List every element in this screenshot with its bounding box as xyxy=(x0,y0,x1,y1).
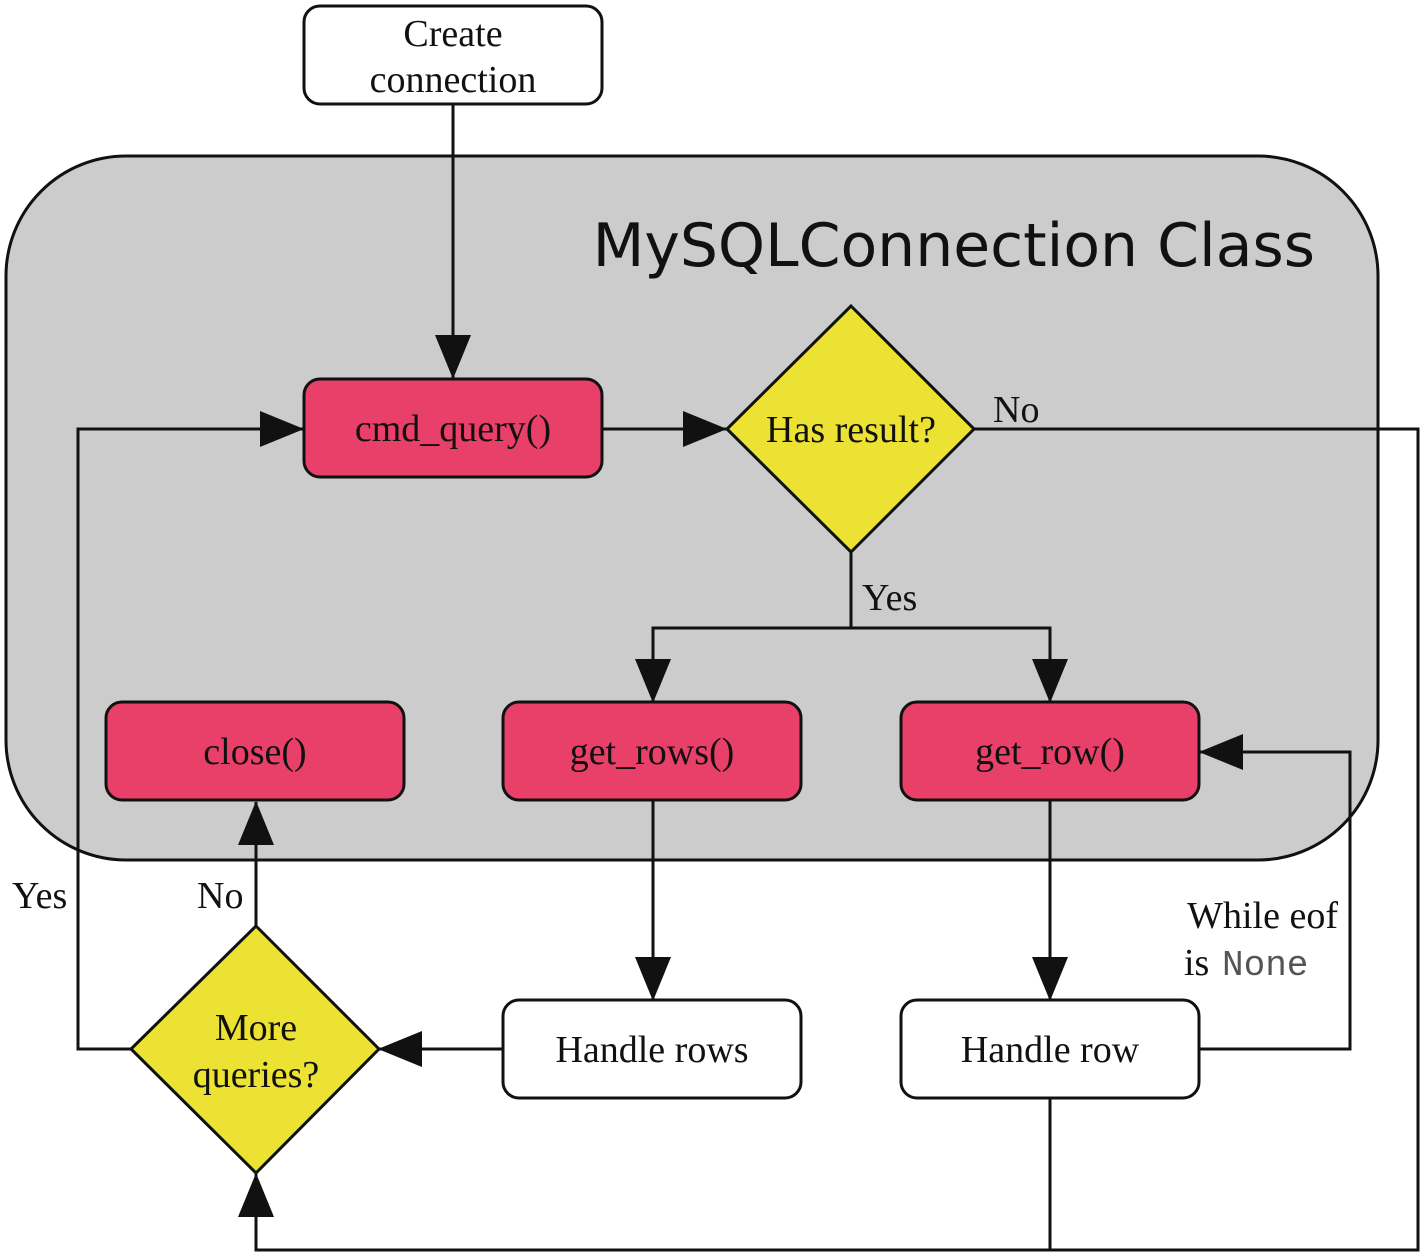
edge-yes-to-get-rows xyxy=(635,626,851,703)
handle-row-label: Handle row xyxy=(961,1029,1140,1071)
node-more-queries: More queries? xyxy=(128,923,382,1176)
node-has-result: Has result? xyxy=(724,303,977,555)
while-eof-is: is xyxy=(1184,942,1209,984)
container-title: MySQLConnection Class xyxy=(593,211,1315,281)
edge-handle-row-to-more-queries xyxy=(238,1099,1052,1252)
create-connection-line2: connection xyxy=(370,59,537,101)
edge-more-queries-yes xyxy=(76,411,304,1051)
close-label: close() xyxy=(203,731,306,773)
edge-handle-row-loop xyxy=(1199,734,1352,1051)
node-get-row: get_row() xyxy=(899,700,1201,802)
node-close: close() xyxy=(104,700,406,802)
get-row-label: get_row() xyxy=(975,731,1125,773)
more-queries-no-label: No xyxy=(197,875,243,917)
node-handle-rows: Handle rows xyxy=(501,998,803,1100)
more-queries-line1: More xyxy=(215,1007,297,1049)
edge-yes-to-get-row xyxy=(851,626,1068,703)
node-handle-row: Handle row xyxy=(899,998,1201,1100)
node-cmd-query: cmd_query() xyxy=(302,377,604,479)
has-result-no-label: No xyxy=(993,389,1039,431)
more-queries-line2: queries? xyxy=(193,1054,320,1096)
create-connection-line1: Create xyxy=(403,13,502,55)
has-result-yes-label: Yes xyxy=(862,577,917,619)
more-queries-yes-label: Yes xyxy=(12,875,67,917)
while-eof-none-value: None xyxy=(1222,945,1308,986)
cmd-query-label: cmd_query() xyxy=(355,408,551,450)
node-get-rows: get_rows() xyxy=(501,700,803,802)
handle-rows-label: Handle rows xyxy=(555,1029,748,1071)
edge-has-result-no xyxy=(974,427,1420,1252)
get-rows-label: get_rows() xyxy=(570,731,735,773)
has-result-label: Has result? xyxy=(766,409,936,451)
node-create-connection: Create connection xyxy=(302,4,604,106)
while-eof-line1: While eof xyxy=(1187,895,1338,937)
